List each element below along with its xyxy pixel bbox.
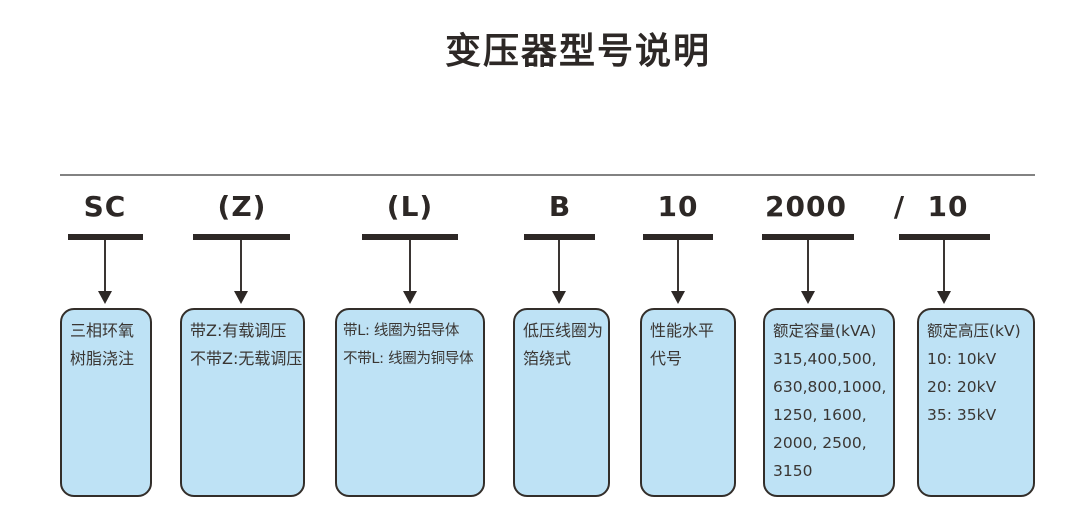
page-title: 变压器型号说明 <box>444 31 712 72</box>
code-underline <box>762 234 854 240</box>
down-arrow-icon <box>671 291 685 304</box>
code-label-voltage-10: 10 <box>927 190 969 223</box>
down-arrow-icon <box>104 240 106 292</box>
code-underline <box>524 234 595 240</box>
desc-box-cast-resin: 三相环氧 树脂浇注 <box>60 308 152 497</box>
down-arrow-icon <box>552 291 566 304</box>
code-label-z: (Z) <box>217 190 267 223</box>
down-arrow-icon <box>558 240 560 292</box>
code-label-performance-10: 10 <box>657 190 699 223</box>
desc-box-tap-regulation: 带Z:有载调压 不带Z:无载调压 <box>180 308 305 497</box>
down-arrow-icon <box>98 291 112 304</box>
down-arrow-icon <box>677 240 679 292</box>
code-label-sc: SC <box>83 190 127 223</box>
down-arrow-icon <box>409 240 411 292</box>
desc-box-foil-winding: 低压线圈为 箔绕式 <box>513 308 610 497</box>
desc-box-performance-level: 性能水平 代号 <box>640 308 736 497</box>
down-arrow-icon <box>801 291 815 304</box>
code-label-b: B <box>548 190 572 223</box>
down-arrow-icon <box>403 291 417 304</box>
down-arrow-icon <box>943 240 945 292</box>
down-arrow-icon <box>807 240 809 292</box>
code-label-l: (L) <box>386 190 434 223</box>
desc-box-rated-capacity: 额定容量(kVA) 315,400,500, 630,800,1000, 125… <box>763 308 895 497</box>
code-underline <box>899 234 990 240</box>
code-label-capacity-2000: 2000 <box>765 190 847 223</box>
desc-box-rated-high-voltage: 额定高压(kV) 10: 10kV 20: 20kV 35: 35kV <box>917 308 1035 497</box>
code-underline <box>193 234 290 240</box>
code-underline <box>68 234 143 240</box>
desc-box-coil-conductor: 带L: 线圈为铝导体 不带L: 线圈为铜导体 <box>335 308 485 497</box>
down-arrow-icon <box>937 291 951 304</box>
code-underline <box>362 234 458 240</box>
down-arrow-icon <box>240 240 242 292</box>
header-divider <box>60 174 1035 176</box>
code-underline <box>643 234 713 240</box>
code-separator-slash: / <box>893 190 905 223</box>
down-arrow-icon <box>234 291 248 304</box>
